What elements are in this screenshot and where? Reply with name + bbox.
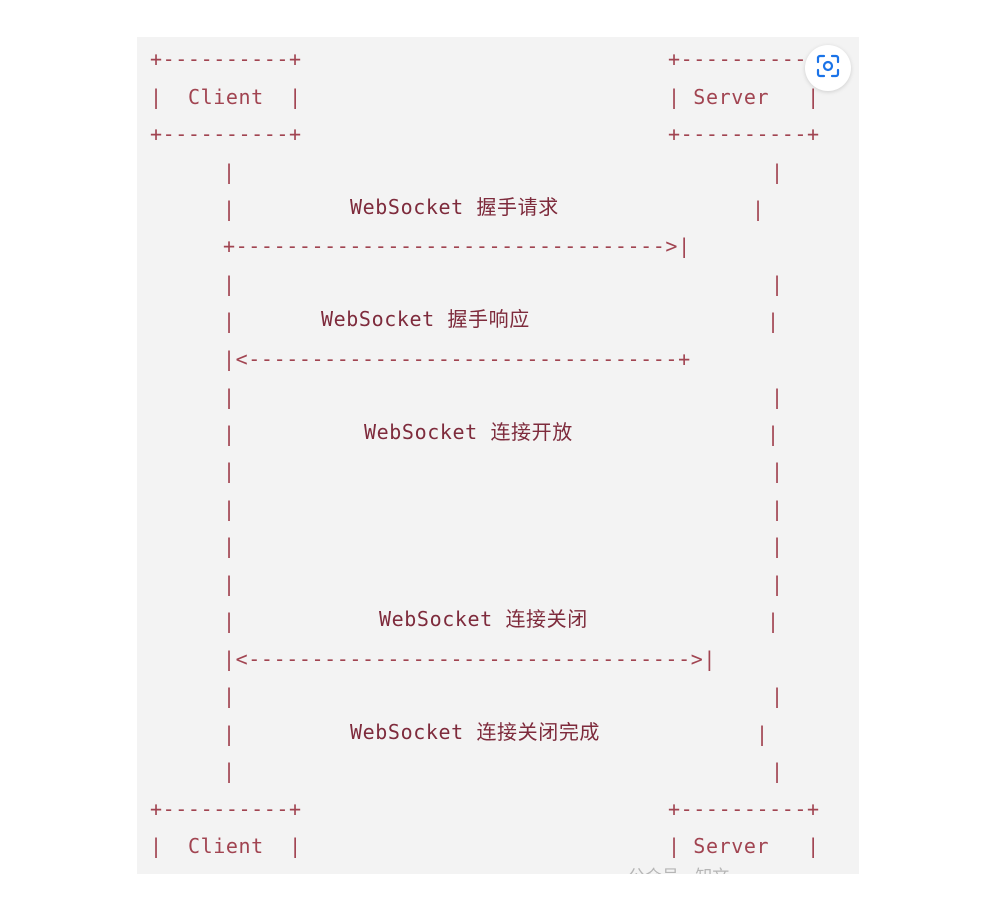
lifeline-left: |: [223, 759, 236, 783]
server-label: Server: [693, 85, 770, 109]
lifeline-left: |: [223, 385, 236, 409]
lifeline-left: |: [223, 272, 236, 296]
watermark: 公众号 · 知文: [628, 862, 729, 874]
client-box-bottom-border: +----------+: [150, 797, 302, 821]
client-box-bottom: | Client |: [150, 834, 302, 858]
lifeline-left: |: [223, 722, 236, 746]
lifeline-right: |: [771, 759, 784, 783]
message-handshake-response: WebSocket 握手响应: [321, 307, 530, 331]
lifeline-right: |: [771, 272, 784, 296]
arrow-response: |<----------------------------------+: [223, 347, 691, 371]
arrow-close: |<----------------------------------->|: [223, 647, 716, 671]
server-label-bottom: Server: [693, 834, 770, 858]
lifeline-right: |: [771, 684, 784, 708]
client-box-top-border: +----------+: [150, 47, 302, 71]
lifeline-left: |: [223, 160, 236, 184]
lifeline-right: |: [771, 385, 784, 409]
arrow-request: +---------------------------------->|: [223, 234, 691, 258]
lifeline-right: |: [771, 160, 784, 184]
message-connection-open: WebSocket 连接开放: [364, 420, 573, 444]
lifeline-right: |: [767, 609, 780, 633]
server-box-top-border: +----------+: [668, 47, 820, 71]
client-box-top-bottom-border: +----------+: [150, 122, 302, 146]
message-connection-close: WebSocket 连接关闭: [379, 607, 588, 631]
lifeline-left: |: [223, 534, 236, 558]
lifeline-right: |: [752, 197, 765, 221]
scan-icon: [815, 53, 841, 84]
diagram-image: +----------+ | Client | +----------+ +--…: [137, 37, 859, 874]
lifeline-right: |: [771, 534, 784, 558]
lifeline-left: |: [223, 684, 236, 708]
lifeline-left: |: [223, 309, 236, 333]
lifeline-right: |: [767, 309, 780, 333]
lifeline-left: |: [223, 459, 236, 483]
lifeline-right: |: [771, 572, 784, 596]
server-box-top-bottom-border: +----------+: [668, 122, 820, 146]
lifeline-left: |: [223, 422, 236, 446]
client-label-bottom: Client: [187, 834, 264, 858]
client-label: Client: [187, 85, 264, 109]
lifeline-left: |: [223, 197, 236, 221]
lifeline-left: |: [223, 572, 236, 596]
server-box-top: | Server |: [668, 85, 820, 109]
server-box-bottom-border: +----------+: [668, 797, 820, 821]
lifeline-right: |: [771, 497, 784, 521]
message-connection-close-complete: WebSocket 连接关闭完成: [350, 720, 601, 744]
server-box-bottom: | Server |: [668, 834, 820, 858]
visual-search-button[interactable]: [805, 45, 851, 91]
lifeline-left: |: [223, 497, 236, 521]
lifeline-left: |: [223, 609, 236, 633]
client-box-top: | Client |: [150, 85, 302, 109]
lifeline-right: |: [767, 422, 780, 446]
lifeline-right: |: [756, 722, 769, 746]
lifeline-right: |: [771, 459, 784, 483]
message-handshake-request: WebSocket 握手请求: [350, 195, 559, 219]
